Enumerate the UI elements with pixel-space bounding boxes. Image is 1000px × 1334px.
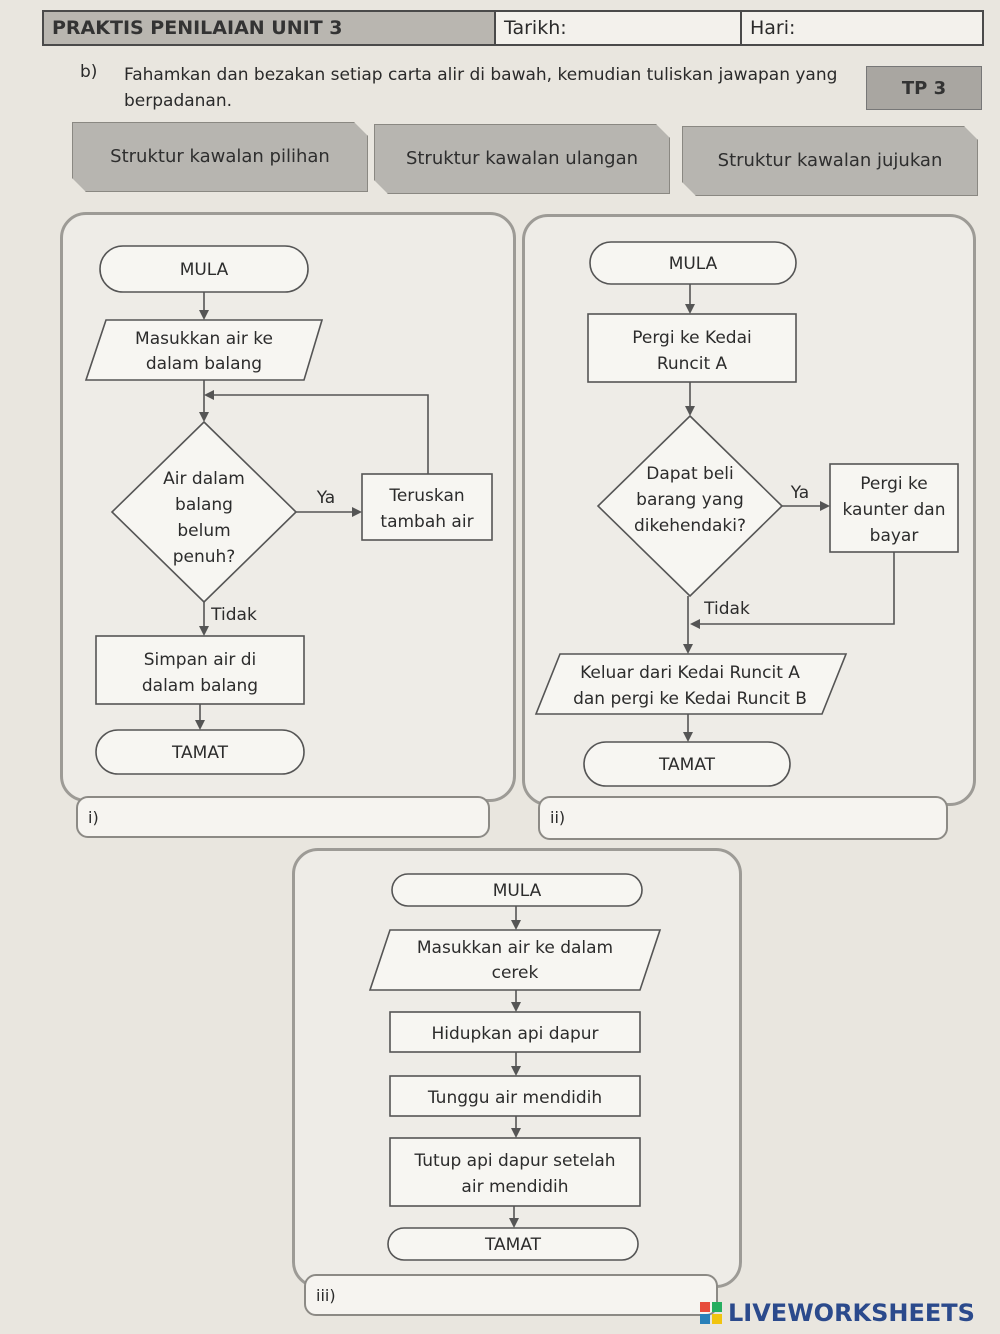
f3-input-parallelogram	[368, 929, 662, 991]
f2-yes-line-3: bayar	[870, 526, 919, 546]
answer-label-1: i)	[88, 808, 99, 827]
f2-decision-line-3: dikehendaki?	[634, 516, 746, 536]
answer-label-2: ii)	[550, 808, 566, 827]
f2-yes-process	[829, 463, 959, 553]
f2-output-parallelogram	[534, 653, 848, 715]
f1-process-line-1: Simpan air di	[144, 650, 257, 670]
flowchart-2: MULA Pergi ke Kedai Runcit A Dapat beli …	[534, 241, 959, 787]
answer-box-2[interactable]: ii)	[538, 796, 948, 840]
day-label: Hari:	[750, 17, 796, 39]
f1-decision-line-1: Air dalam	[163, 469, 245, 489]
answer-box-1[interactable]: i)	[76, 796, 490, 838]
f2-yes-label: Ya	[790, 483, 809, 503]
choice-pilihan[interactable]: Struktur kawalan pilihan	[72, 122, 368, 192]
f1-no-label: Tidak	[210, 605, 257, 625]
answer-input-2[interactable]	[576, 804, 936, 832]
f2-start-terminal	[589, 241, 797, 285]
date-label: Tarikh:	[496, 12, 742, 44]
liveworksheets-logo-icon	[700, 1302, 722, 1324]
flowchart-1: MULA Masukkan air ke dalam balang Air da…	[84, 245, 493, 775]
f1-input-line-2: dalam balang	[146, 354, 262, 374]
f2-decision-diamond	[596, 414, 784, 598]
f2-yes-line-2: kaunter dan	[842, 500, 945, 520]
f2-end-text: TAMAT	[658, 755, 716, 775]
f2-merge-arrow	[690, 552, 895, 629]
f2-process-1	[587, 313, 797, 383]
f3-step-2	[389, 1075, 641, 1117]
f1-loop-line-1: Teruskan	[388, 486, 464, 506]
answer-input-1[interactable]	[114, 804, 478, 830]
watermark-text: LIVEWORKSHEETS	[728, 1299, 975, 1327]
choice-ulangan[interactable]: Struktur kawalan ulangan	[374, 124, 670, 194]
f1-input-parallelogram	[84, 319, 324, 381]
question-marker: b)	[80, 62, 98, 82]
f3-input-line-2: cerek	[492, 963, 539, 983]
f3-step-3	[389, 1137, 641, 1207]
f3-end-text: TAMAT	[484, 1235, 542, 1255]
f3-step2-text: Tunggu air mendidih	[427, 1088, 602, 1108]
f2-decision-line-2: barang yang	[636, 490, 744, 510]
f2-process1-line-1: Pergi ke Kedai	[632, 328, 752, 348]
flowchart-3: MULA Masukkan air ke dalam cerek Hidupka…	[368, 873, 662, 1261]
f2-decision-line-1: Dapat beli	[646, 464, 733, 484]
f3-start-text: MULA	[493, 881, 542, 901]
f2-end-terminal	[583, 741, 791, 787]
f3-input-line-1: Masukkan air ke dalam	[417, 938, 613, 958]
f2-start-text: MULA	[669, 254, 718, 274]
f1-process	[95, 635, 305, 705]
f2-output-line-1: Keluar dari Kedai Runcit A	[580, 663, 800, 683]
f1-input-line-1: Masukkan air ke	[135, 329, 273, 349]
f1-loop-line-2: tambah air	[380, 512, 473, 532]
f3-step1-text: Hidupkan api dapur	[431, 1024, 598, 1044]
answer-box-3[interactable]: iii)	[304, 1274, 718, 1316]
f1-loop-arrow	[204, 390, 429, 474]
f2-output-line-2: dan pergi ke Kedai Runcit B	[573, 689, 807, 709]
f3-start-terminal	[391, 873, 643, 907]
f1-end-text: TAMAT	[171, 743, 229, 763]
f3-step-1	[389, 1011, 641, 1053]
choice-jujukan[interactable]: Struktur kawalan jujukan	[682, 126, 978, 196]
worksheet-header: PRAKTIS PENILAIAN UNIT 3 Tarikh: Hari:	[42, 10, 984, 46]
f1-loop-process	[361, 473, 493, 541]
f2-process1-line-2: Runcit A	[657, 354, 728, 374]
question-instruction: Fahamkan dan bezakan setiap carta alir d…	[124, 65, 838, 111]
f1-decision-line-2: balang	[175, 495, 233, 515]
liveworksheets-watermark: LIVEWORKSHEETS	[700, 1298, 975, 1328]
f3-end-terminal	[387, 1227, 639, 1261]
f3-step3-line-1: Tutup api dapur setelah	[413, 1151, 615, 1171]
f1-start-text: MULA	[180, 260, 229, 280]
f1-decision-line-4: penuh?	[173, 547, 236, 567]
f1-end-terminal	[95, 729, 305, 775]
f1-yes-label: Ya	[316, 488, 335, 508]
f1-decision-line-3: belum	[177, 521, 230, 541]
answer-label-3: iii)	[316, 1286, 336, 1305]
answer-input-3[interactable]	[342, 1282, 706, 1308]
f3-step3-line-2: air mendidih	[461, 1177, 568, 1197]
f1-process-line-2: dalam balang	[142, 676, 258, 696]
f2-no-label: Tidak	[703, 599, 750, 619]
f2-yes-line-1: Pergi ke	[860, 474, 927, 494]
unit-title: PRAKTIS PENILAIAN UNIT 3	[44, 12, 496, 44]
tp-badge: TP 3	[866, 66, 982, 110]
